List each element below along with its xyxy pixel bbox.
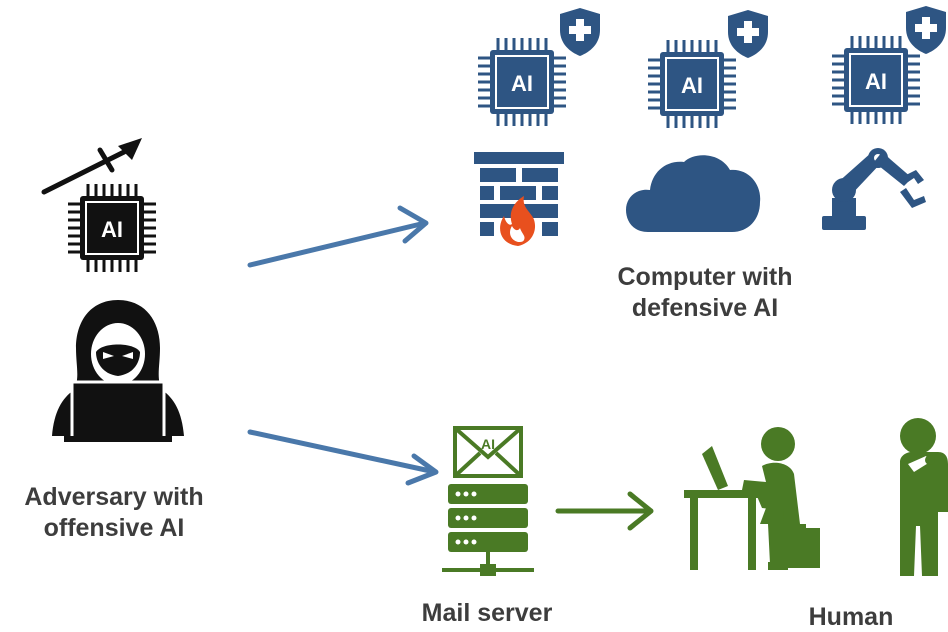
envelope-label: AI (481, 436, 495, 452)
chip-label: AI (101, 217, 123, 242)
ai-chip-icon: AI (68, 184, 156, 272)
arrow-to-human (555, 491, 654, 531)
mail-server-caption: Mail server (421, 599, 553, 627)
arrow-to-computer (247, 205, 429, 268)
chip-label: AI (511, 71, 533, 96)
shield-plus-icon (560, 8, 600, 56)
firewall-icon (474, 152, 564, 246)
thinking-person-icon (900, 418, 948, 576)
chip-label: AI (681, 73, 703, 98)
robot-arm-icon (822, 148, 926, 230)
person-at-laptop-icon (684, 427, 820, 570)
chip-label: AI (865, 69, 887, 94)
shield-plus-icon (906, 6, 946, 54)
spear-icon (41, 138, 142, 195)
shield-plus-icon (728, 10, 768, 58)
adversary-caption: Adversary with offensive AI (24, 483, 204, 542)
ai-chip-icon: AI (648, 40, 736, 128)
ai-envelope-icon: AI (453, 426, 523, 478)
server-rack-icon (442, 484, 534, 576)
human-caption: Human (808, 603, 894, 631)
hooded-hacker-icon (52, 300, 184, 442)
computer-caption: Computer with defensive AI (617, 263, 793, 322)
ai-chip-icon: AI (478, 38, 566, 126)
cloud-icon (626, 155, 761, 232)
arrow-to-mail-server (247, 429, 439, 486)
ai-chip-icon: AI (832, 36, 920, 124)
